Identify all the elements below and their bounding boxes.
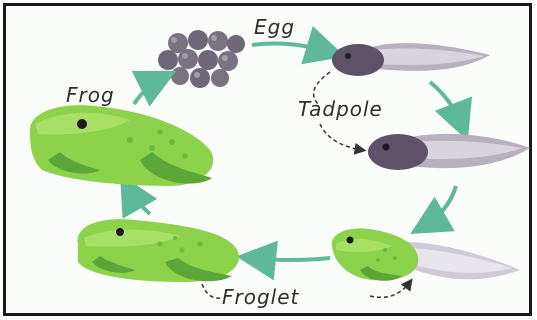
frog-icon xyxy=(30,105,213,186)
frog-label: Frog xyxy=(66,83,115,107)
dashed-connector xyxy=(370,282,410,297)
arrow-icon xyxy=(134,78,162,104)
arrow-icon xyxy=(430,82,462,126)
arrow-icon xyxy=(424,186,456,226)
arrow-icon xyxy=(252,258,330,260)
froglet-icon xyxy=(78,219,239,282)
froglet-label: Froglet xyxy=(222,285,300,309)
tadpole-label: Tadpole xyxy=(298,97,383,121)
froglet-icon xyxy=(332,228,520,280)
egg-cluster-icon xyxy=(158,30,245,88)
arrow-icon xyxy=(252,44,330,52)
dashed-connector xyxy=(320,124,362,150)
tadpole-icon xyxy=(332,43,490,76)
tadpole-icon xyxy=(368,134,530,170)
egg-label: Egg xyxy=(254,15,295,39)
dashed-connector xyxy=(202,284,222,298)
arrow-icon xyxy=(128,188,150,214)
